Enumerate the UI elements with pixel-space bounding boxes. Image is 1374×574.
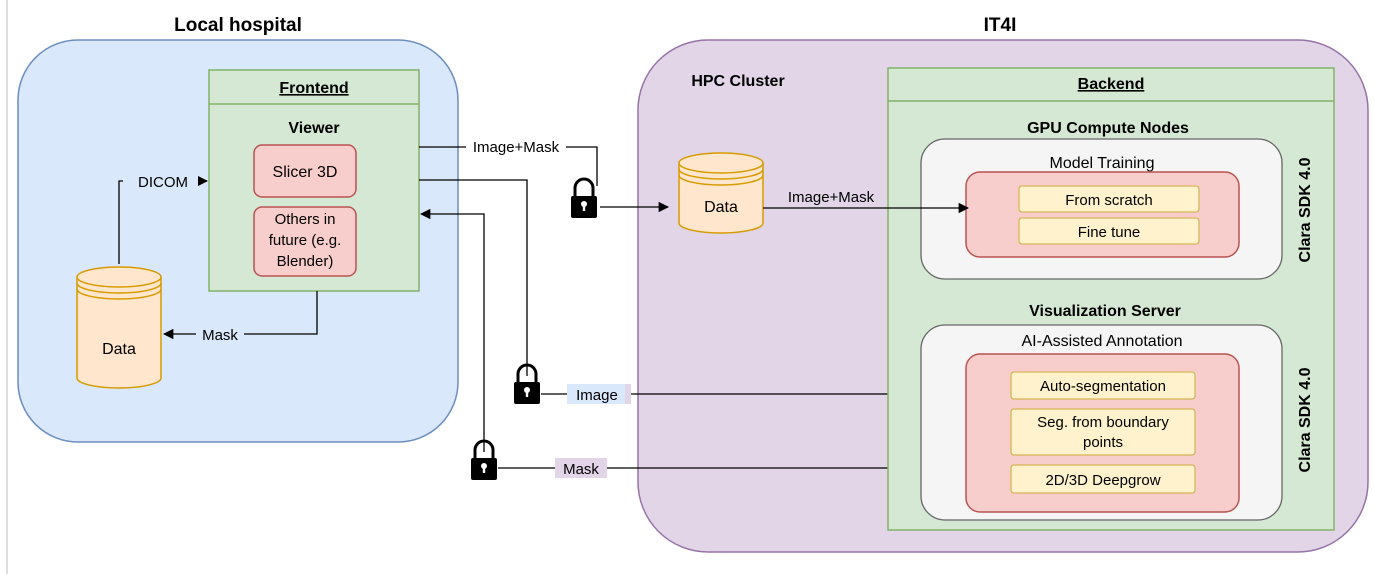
deepgrow-box	[1010, 464, 1196, 494]
frontend-header: Frontend	[279, 80, 348, 97]
image-mask-top-label: Image+Mask	[473, 139, 560, 156]
annotation-label: AI-Assisted Annotation	[1022, 333, 1183, 350]
lock-icon	[569, 177, 599, 220]
local-data-cylinder	[76, 266, 162, 389]
image-edge-upper	[419, 179, 528, 376]
clara-sdk-label-top: Clara SDK 4.0	[1297, 157, 1314, 262]
others-line-3: Blender)	[277, 253, 334, 270]
viewer-label: Viewer	[288, 120, 339, 137]
others-box	[253, 206, 357, 277]
mask-local-label: Mask	[202, 327, 238, 344]
gpu-nodes-label: GPU Compute Nodes	[1027, 120, 1189, 137]
boundary-points-line-1: Seg. from boundary	[1037, 414, 1169, 431]
vis-server-label: Visualization Server	[1029, 303, 1181, 320]
hpc-data-label: Data	[704, 199, 738, 216]
others-line-1: Others in	[275, 211, 336, 228]
from-scratch-label: From scratch	[1065, 192, 1153, 209]
hpc-cluster-label: HPC Cluster	[691, 73, 784, 90]
fine-tune-label: Fine tune	[1078, 224, 1141, 241]
boundary-points-line-2: points	[1083, 434, 1123, 451]
fine-tune-box	[1018, 217, 1200, 245]
auto-segmentation-label: Auto-segmentation	[1040, 378, 1166, 395]
image-mask-hpc-label: Image+Mask	[788, 189, 875, 206]
backend-header: Backend	[1078, 76, 1145, 93]
image-label: Image	[576, 387, 618, 404]
mask-bottom-edge-upper	[419, 208, 485, 452]
from-scratch-box	[1018, 185, 1200, 213]
slicer-3d-label: Slicer 3D	[273, 164, 338, 181]
local-data-label: Data	[102, 341, 136, 358]
it4i-title: IT4I	[984, 15, 1017, 36]
others-line-2: future (e.g.	[269, 232, 342, 249]
boundary-points-box	[1010, 408, 1196, 456]
deepgrow-label: 2D/3D Deepgrow	[1045, 472, 1160, 489]
dicom-label: DICOM	[138, 174, 188, 191]
auto-segmentation-box	[1010, 371, 1196, 400]
local-hospital-title: Local hospital	[174, 15, 302, 36]
mask-bottom-label: Mask	[563, 461, 599, 478]
clara-sdk-label-bottom: Clara SDK 4.0	[1297, 367, 1314, 472]
hpc-data-cylinder	[678, 152, 764, 234]
model-training-label: Model Training	[1050, 155, 1155, 172]
slicer-3d-box	[253, 144, 357, 198]
